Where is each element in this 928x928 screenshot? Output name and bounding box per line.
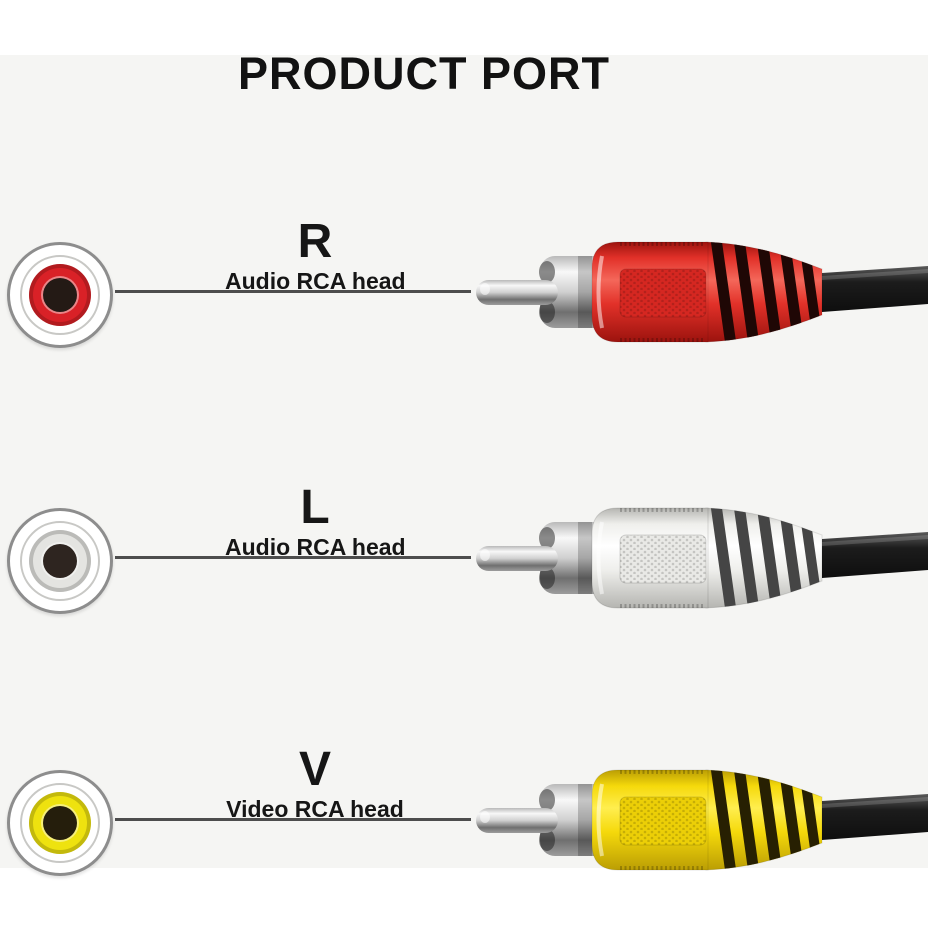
port-inner-ring [20, 783, 100, 863]
channel-letter: L [300, 481, 330, 534]
plug-grip-pad [619, 268, 707, 318]
channel-letter: V [298, 743, 331, 796]
connector-line [115, 556, 471, 559]
rca-plug-red [476, 241, 928, 343]
channel-letter: R [297, 215, 333, 268]
connector-row-right-audio: R Audio RCA head [0, 212, 928, 372]
port-socket-hole [43, 544, 77, 578]
plug-pin [476, 546, 558, 571]
plug-strain-relief [705, 769, 823, 871]
rca-port-white [7, 508, 113, 614]
connector-line [115, 290, 471, 293]
connector-row-left-audio: L Audio RCA head [0, 478, 928, 638]
page-title: PRODUCT PORT [238, 48, 610, 99]
channel-description: Video RCA head [226, 796, 404, 822]
plug-strain-relief [705, 241, 823, 343]
plug-cable [822, 266, 928, 312]
plug-cable [822, 794, 928, 840]
plug-strain-relief [705, 507, 823, 609]
connector-row-video: V Video RCA head [0, 740, 928, 900]
rca-plug-white [476, 507, 928, 609]
plug-pin [476, 808, 558, 833]
rca-port-yellow [7, 770, 113, 876]
channel-labels: L Audio RCA head [225, 481, 406, 560]
channel-labels: R Audio RCA head [225, 215, 406, 294]
channel-description: Audio RCA head [225, 534, 406, 560]
connector-line [115, 818, 471, 821]
port-inner-ring [20, 521, 100, 601]
plug-grip-pad [619, 796, 707, 846]
plug-grip-pad [619, 534, 707, 584]
port-socket-hole [43, 806, 77, 840]
port-inner-ring [20, 255, 100, 335]
rca-port-red [7, 242, 113, 348]
plug-pin [476, 280, 558, 305]
channel-labels: V Video RCA head [225, 743, 405, 822]
plug-cable [822, 532, 928, 578]
rca-plug-yellow [476, 769, 928, 871]
port-socket-hole [43, 278, 77, 312]
channel-description: Audio RCA head [225, 268, 406, 294]
content-panel [0, 55, 928, 868]
